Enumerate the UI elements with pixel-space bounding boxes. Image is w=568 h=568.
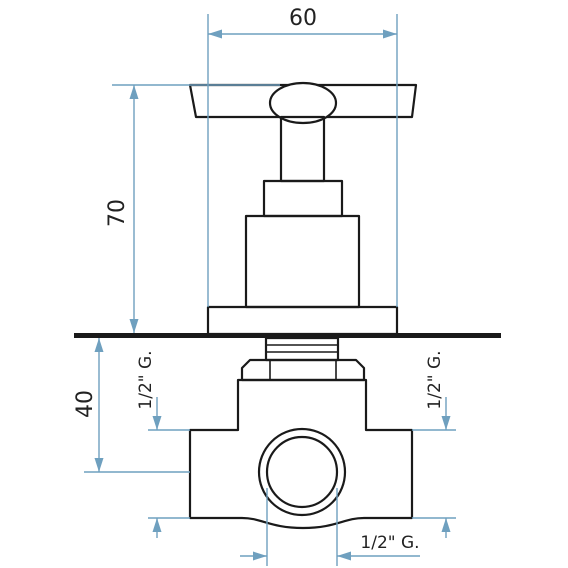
handle-bar [188, 83, 418, 119]
dimension-height: 70 [105, 84, 280, 333]
cross-handle [188, 81, 418, 125]
dimension-depth-label: 40 [73, 390, 98, 418]
dimension-thread-right: 1/2" G. [412, 350, 456, 538]
outlet-port-outer [257, 427, 347, 517]
wall-surface [74, 333, 501, 338]
dimension-thread-right-label: 1/2" G. [425, 350, 445, 409]
cover-plate [206, 305, 399, 336]
dimension-thread-left: 1/2" G. [136, 350, 190, 538]
handle-hub [268, 81, 338, 125]
dimension-width: 60 [207, 6, 398, 307]
stem-nut [262, 179, 344, 218]
outlet-port-inner [265, 435, 339, 509]
dimension-thread-bottom-label: 1/2" G. [360, 533, 419, 553]
dimension-height-label: 70 [105, 199, 130, 227]
dimension-width-label: 60 [289, 6, 317, 31]
hex-nut [240, 358, 366, 382]
threaded-neck [264, 336, 340, 362]
dimension-thread-left-label: 1/2" G. [136, 350, 156, 409]
valve-body [188, 378, 414, 530]
bonnet-body [244, 214, 361, 309]
dimension-thread-bottom: 1/2" G. [240, 488, 420, 566]
valve-stem [279, 115, 326, 183]
dimension-depth: 40 [73, 338, 190, 473]
